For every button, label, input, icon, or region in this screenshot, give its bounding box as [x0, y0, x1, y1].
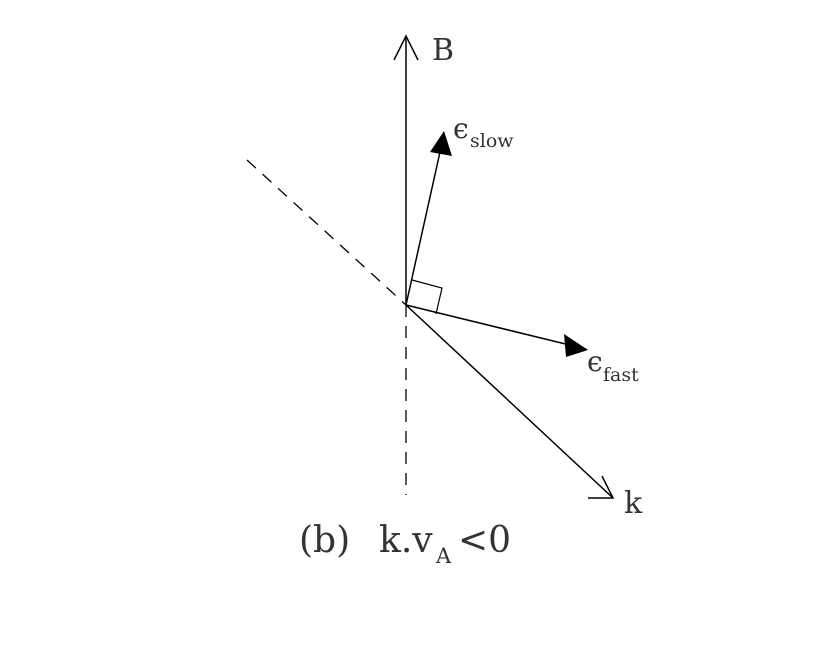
k-vector — [405, 304, 614, 499]
epsilon-fast-arrowhead — [564, 334, 588, 357]
caption-panel-label: (b) — [299, 520, 350, 561]
epsilon-fast-symbol: ϵ — [587, 345, 603, 378]
epsilon-fast-vector — [405, 304, 587, 350]
epsilon-slow-subscript: slow — [470, 130, 514, 152]
k-label: k — [624, 486, 643, 521]
caption-k-dot-v: k.v — [379, 520, 433, 561]
dashed-line-left — [246, 159, 407, 306]
epsilon-slow-arrowhead — [430, 131, 452, 156]
caption-subscript: A — [435, 544, 452, 568]
b-arrowhead — [393, 34, 419, 61]
b-label: B — [432, 33, 454, 68]
epsilon-fast-subscript: fast — [603, 364, 639, 386]
right-angle-marker — [411, 279, 443, 315]
k-arrowhead — [588, 475, 615, 499]
epsilon-slow-symbol: ϵ — [453, 112, 469, 145]
epsilon-slow-vector — [405, 133, 445, 306]
caption-relation: <0 — [458, 520, 511, 561]
